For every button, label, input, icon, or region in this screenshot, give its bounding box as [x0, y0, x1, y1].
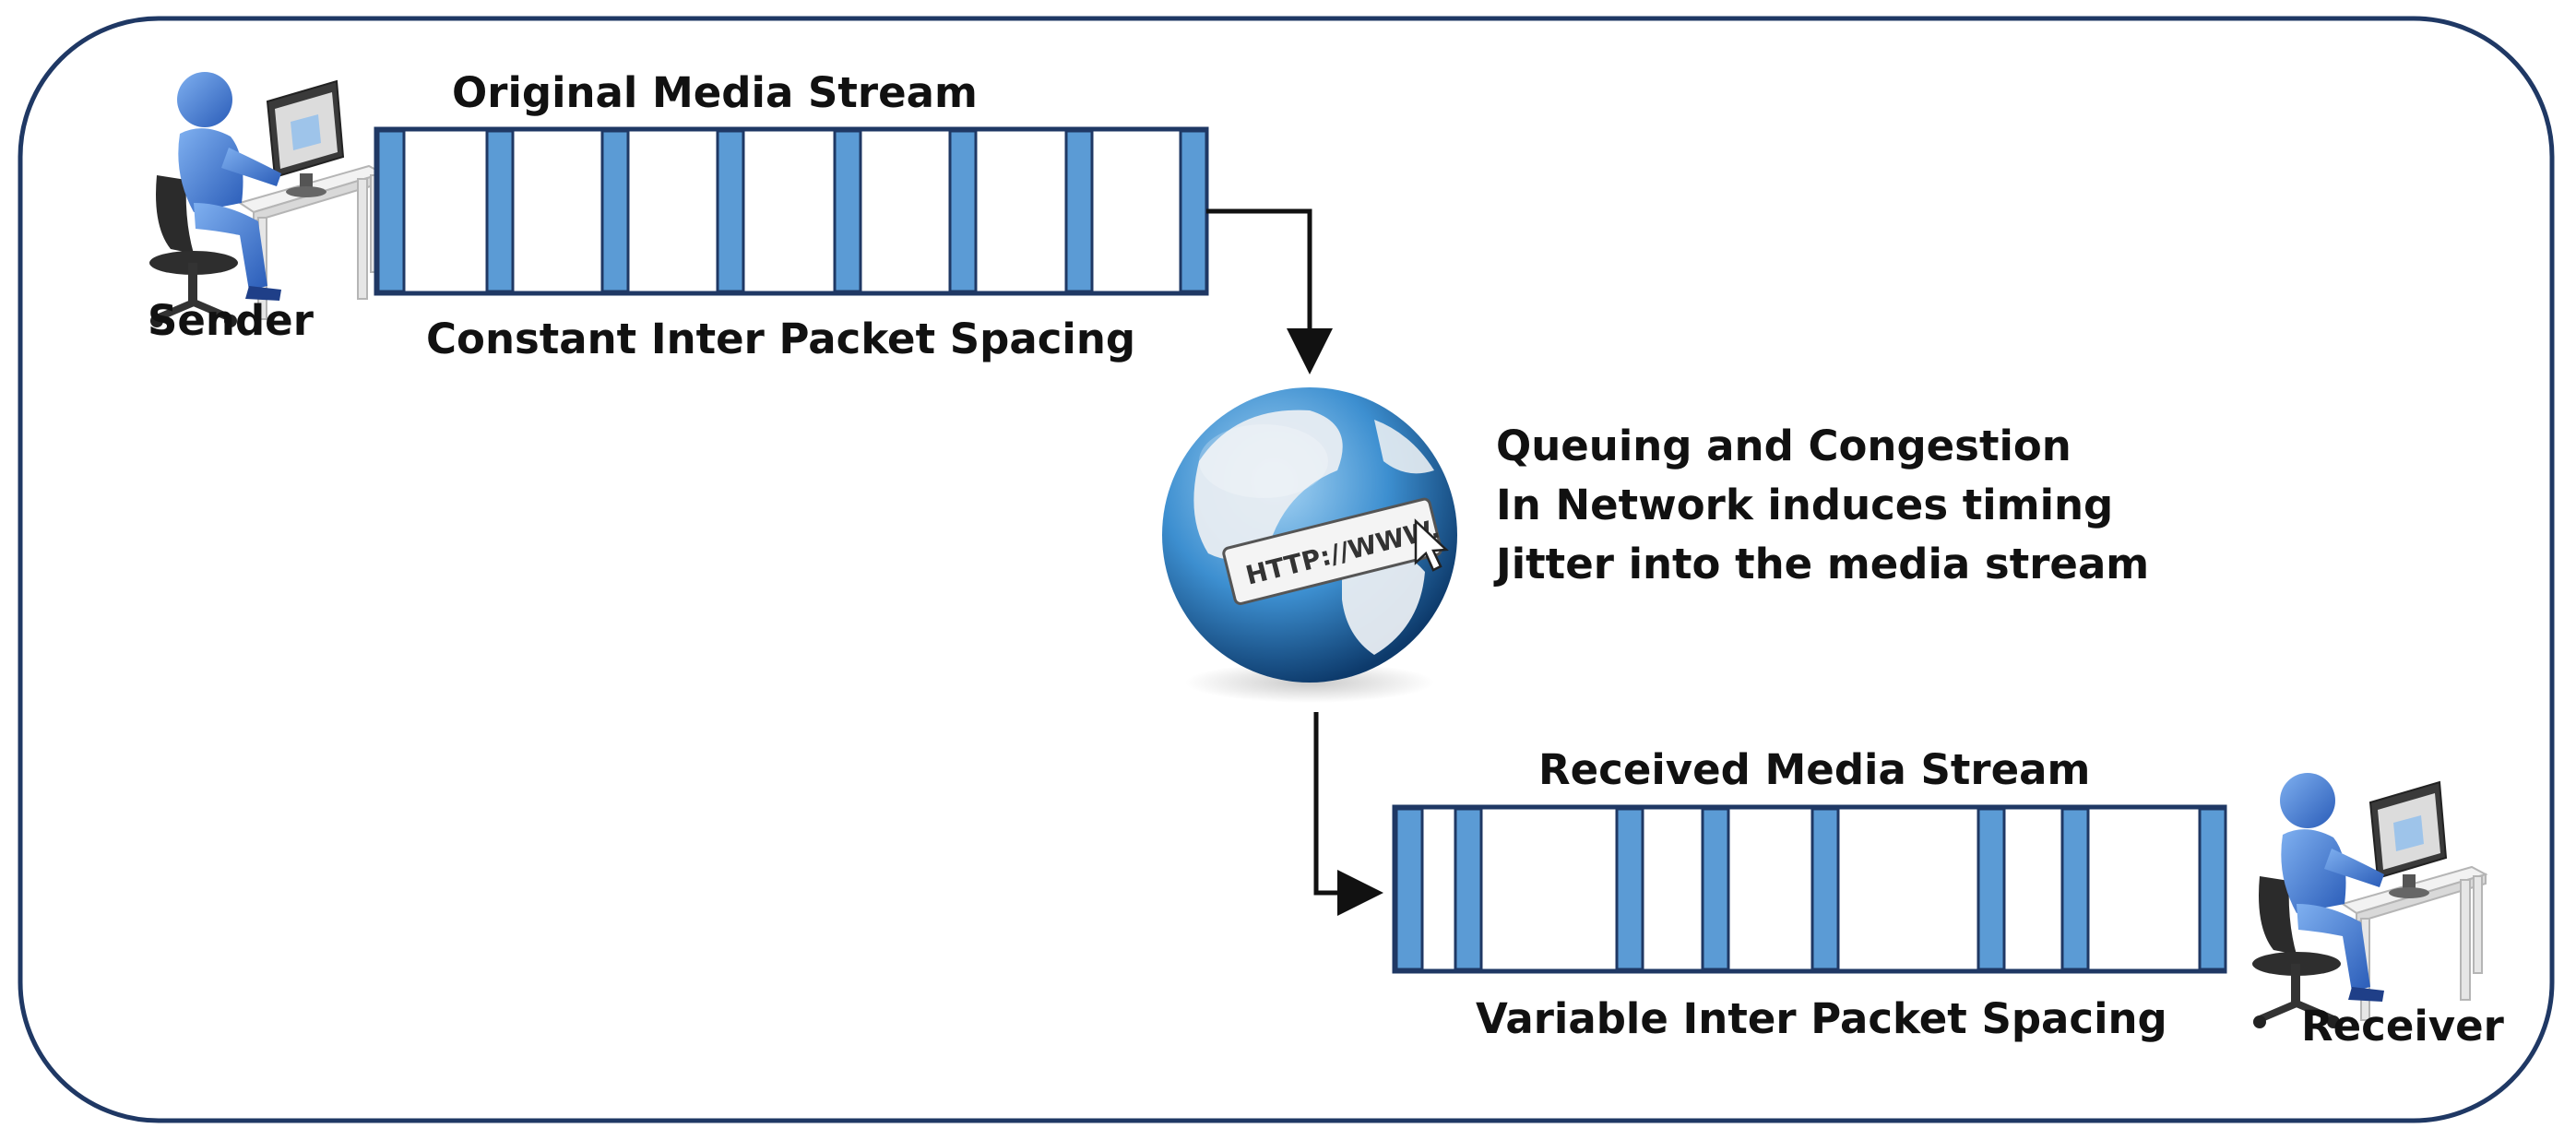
- packet-separator: [1977, 807, 2006, 971]
- received-media-stream: [1392, 804, 2227, 974]
- sender-computer-icon: [149, 72, 383, 327]
- received-stream-frame: [1392, 804, 2227, 974]
- received-stream-title: Received Media Stream: [1538, 745, 2091, 794]
- network-note: Queuing and Congestion In Network induce…: [1496, 417, 2149, 594]
- network-note-line: Queuing and Congestion: [1496, 422, 2071, 470]
- packet-separator: [948, 129, 978, 293]
- packet-separator: [376, 129, 406, 293]
- variable-spacing-label: Variable Inter Packet Spacing: [1476, 994, 2167, 1043]
- original-media-stream: [374, 126, 1209, 296]
- network-globe-icon: HTTP://WWW.: [1162, 387, 1457, 703]
- receiver-label: Receiver: [2301, 1002, 2504, 1051]
- network-note-line: Jitter into the media stream: [1496, 540, 2150, 588]
- packet-separator: [2060, 807, 2090, 971]
- packet-separator: [1615, 807, 1644, 971]
- packet-separator: [833, 129, 862, 293]
- packet-separator: [1179, 129, 1208, 293]
- diagram-border: [18, 16, 2555, 1123]
- packet-separator: [485, 129, 515, 293]
- network-note-line: In Network induces timing: [1496, 481, 2114, 529]
- packet-separator: [1395, 807, 1424, 971]
- sender-label: Sender: [148, 296, 314, 345]
- original-stream-title: Original Media Stream: [452, 68, 978, 117]
- packet-separator: [1701, 807, 1730, 971]
- constant-spacing-label: Constant Inter Packet Spacing: [426, 315, 1136, 363]
- arrow-sender-to-network: [1206, 208, 1333, 374]
- packet-separator: [1454, 807, 1483, 971]
- packet-separator: [1810, 807, 1840, 971]
- packet-separator: [716, 129, 745, 293]
- arrow-network-to-receiver: [1313, 712, 1383, 916]
- packet-separator: [600, 129, 630, 293]
- packet-separator: [2198, 807, 2227, 971]
- packet-separator: [1064, 129, 1094, 293]
- receiver-computer-icon: [2252, 773, 2486, 1028]
